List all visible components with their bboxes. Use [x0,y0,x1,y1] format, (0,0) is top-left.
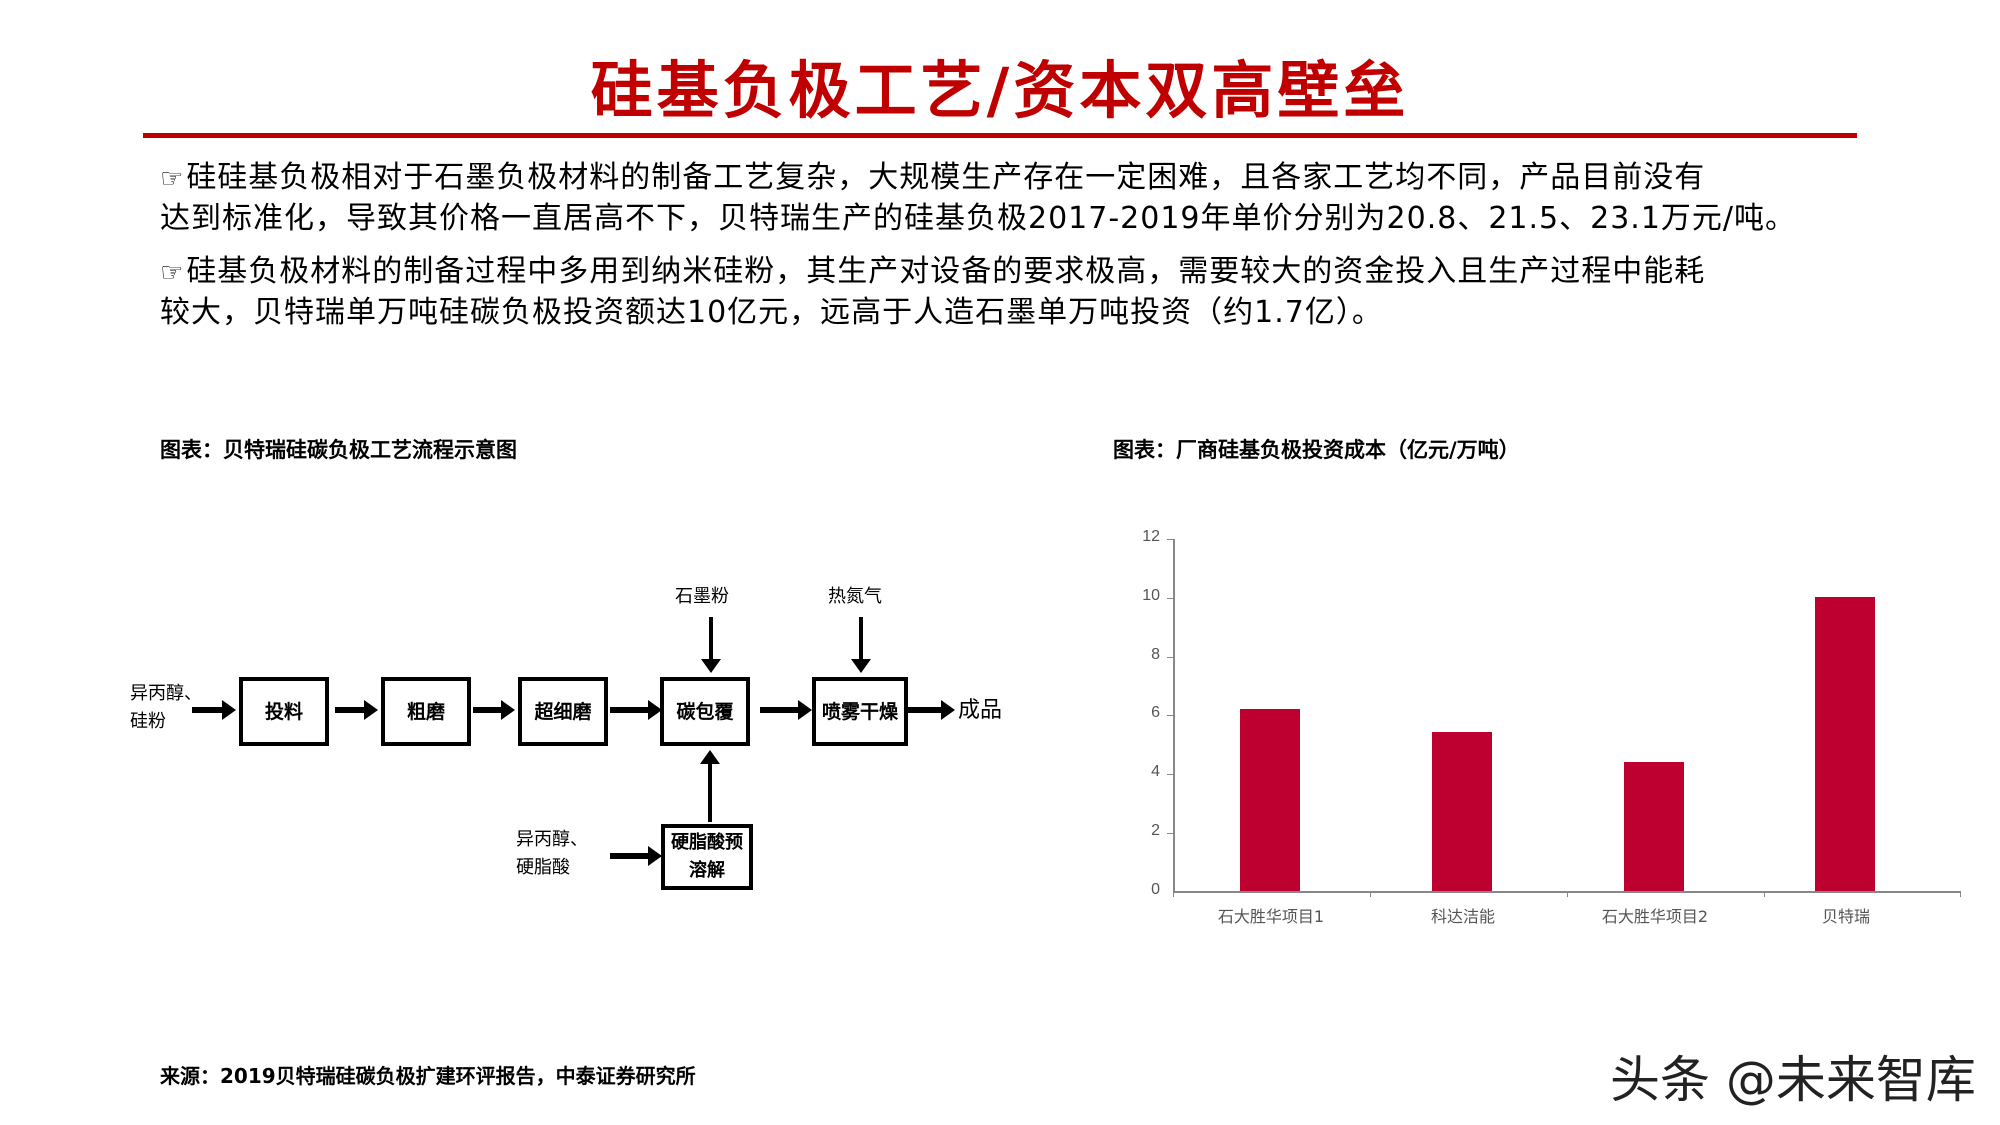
step-feeding: 投料 [239,677,329,746]
step-spray-drying: 喷雾干燥 [812,677,908,746]
input-hot-nitrogen: 热氮气 [828,586,882,607]
step-carbon-coating: 碳包覆 [660,677,750,746]
pointing-hand-icon: ☞ [160,258,185,288]
paragraph-2: ☞硅基负极材料的制备过程中多用到纳米硅粉，其生产对设备的要求极高，需要较大的资金… [160,252,1880,332]
y-axis [1173,539,1175,893]
arrow-right-icon [473,700,515,720]
paragraph-1-line-2: 达到标准化，导致其价格一直居高不下，贝特瑞生产的硅基负极2017-2019年单价… [160,201,1797,236]
x-category-label: 石大胜华项目1 [1217,907,1325,926]
step-coarse-grinding: 粗磨 [381,677,471,746]
bar-btr [1815,597,1875,891]
step-stearic-acid-predissolve: 硬脂酸预溶解 [661,824,753,890]
y-tick-label: 2 [1151,822,1160,839]
x-category-label: 贝特瑞 [1821,907,1870,926]
arrow-right-icon [610,700,662,720]
bar-shidashenghua-1 [1240,709,1300,891]
paragraph-1-line-1: 硅硅基负极相对于石墨负极材料的制备工艺复杂，大规模生产存在一定困难，且各家工艺均… [186,160,1706,195]
right-figure-caption: 图表：厂商硅基负极投资成本（亿元/万吨） [1113,438,1520,462]
paragraph-2-line-1: 硅基负极材料的制备过程中多用到纳米硅粉，其生产对设备的要求极高，需要较大的资金投… [186,254,1706,289]
paragraph-2-line-2: 较大，贝特瑞单万吨硅碳负极投资额达10亿元，远高于人造石墨单万吨投资（约1.7亿… [160,295,1383,330]
bar-shidashenghua-2 [1624,762,1684,891]
investment-cost-bar-chart: 12 10 8 6 4 2 0 石大胜华项目1 科达洁能 石大胜华项目2 贝特瑞 [1100,520,1980,940]
y-tick-label: 4 [1151,763,1160,780]
output-finished-product: 成品 [958,698,1003,723]
arrow-right-icon [335,700,378,720]
arrow-down-icon [701,617,721,673]
arrow-up-icon [700,750,720,822]
title-divider [143,133,1857,138]
bar-keda-clean-energy [1432,732,1492,891]
arrow-right-icon [192,700,236,720]
input-side-materials: 异丙醇、 硬脂酸 [516,829,588,878]
arrow-right-icon [760,700,812,720]
pointing-hand-icon: ☞ [160,164,185,194]
y-tick-label: 0 [1151,881,1160,898]
slide-title: 硅基负极工艺/资本双高壁垒 [590,54,1410,127]
process-flow-diagram: 异丙醇、 硅粉 投料 粗磨 超细磨 石墨粉 碳包覆 热氮气 喷雾干燥 成品 异丙… [0,0,1050,1000]
y-tick-label: 8 [1151,646,1160,663]
watermark: 头条 @未来智库 [1610,1051,1976,1109]
input-raw-materials: 异丙醇、 硅粉 [130,683,202,732]
y-tick-label: 12 [1142,528,1160,545]
x-category-label: 石大胜华项目2 [1601,907,1709,926]
step-ultrafine-grinding: 超细磨 [518,677,608,746]
y-tick-label: 6 [1151,704,1160,721]
arrow-right-icon [908,700,955,720]
source-note: 来源：2019贝特瑞硅碳负极扩建环评报告，中泰证券研究所 [160,1064,696,1088]
y-tick-label: 10 [1142,587,1160,604]
paragraph-1: ☞硅硅基负极相对于石墨负极材料的制备工艺复杂，大规模生产存在一定困难，且各家工艺… [160,158,1880,238]
input-graphite-powder: 石墨粉 [675,586,729,607]
arrow-right-icon [610,846,662,866]
arrow-down-icon [851,617,871,673]
left-figure-caption: 图表：贝特瑞硅碳负极工艺流程示意图 [160,438,517,462]
x-category-label: 科达洁能 [1430,907,1495,926]
